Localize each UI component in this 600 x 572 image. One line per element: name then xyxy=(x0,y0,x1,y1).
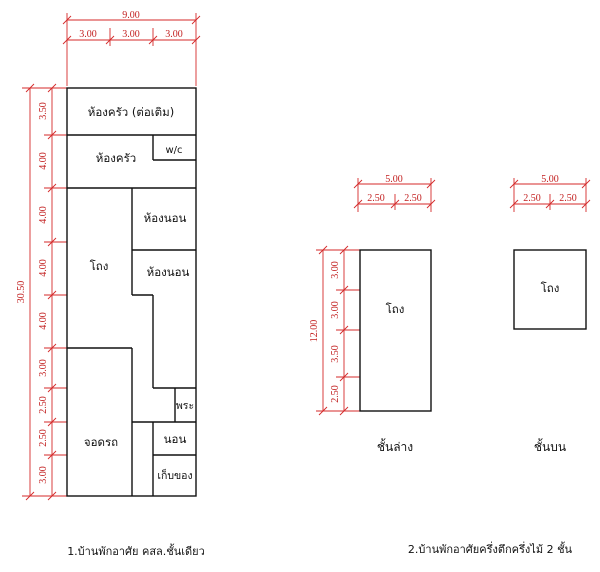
lower-floor-label: ชั้นล่าง xyxy=(377,438,413,454)
lower-width-part-2: 2.50 xyxy=(404,193,422,204)
upper-width-total: 5.00 xyxy=(541,174,559,185)
plan1-walls xyxy=(66,87,197,497)
plan1-length-part-8: 2.50 xyxy=(38,429,49,447)
plan1-caption: 1.บ้านพักอาศัย คสล.ชั้นเดียว xyxy=(67,543,205,558)
room-label-parking: จอดรถ xyxy=(84,435,118,449)
plan1-length-part-7: 2.50 xyxy=(38,396,49,414)
plan1-width-part-2: 3.00 xyxy=(122,29,140,40)
upper-width-part-1: 2.50 xyxy=(523,193,541,204)
plan1-width-total: 9.00 xyxy=(122,10,140,21)
plan1-length-part-2: 4.00 xyxy=(38,152,49,170)
upper-floor-label: ชั้นบน xyxy=(534,438,566,454)
lower-length-part-2: 3.00 xyxy=(330,301,341,319)
plan1-length-part-5: 4.00 xyxy=(38,312,49,330)
room-label-shrine: พระ xyxy=(176,400,194,412)
plan1-top-dimensions: 9.00 3.00 3.00 3.00 xyxy=(62,10,201,86)
lower-room-label-hall: โถง xyxy=(386,302,405,316)
lower-length-part-1: 3.00 xyxy=(330,261,341,279)
plan1-length-part-9: 3.00 xyxy=(38,466,49,484)
room-label-kitchen: ห้องครัว xyxy=(96,151,136,165)
plan2-lower-left-dimensions: 12.00 3.00 3.00 3.50 2.50 xyxy=(309,245,360,416)
lower-length-part-4: 2.50 xyxy=(330,385,341,403)
plan1-left-dimensions: 30.50 3.50 4.00 4.00 4.00 4.00 xyxy=(16,83,67,501)
room-label-bedroom-2: ห้องนอน xyxy=(147,265,190,279)
room-label-hall: โถง xyxy=(90,259,109,273)
lower-width-total: 5.00 xyxy=(385,174,403,185)
upper-floor-outline xyxy=(513,249,587,330)
room-label-wc: w/c xyxy=(165,145,182,156)
upper-room-label-hall: โถง xyxy=(541,281,560,295)
plan1-length-part-3: 4.00 xyxy=(38,206,49,224)
plan1-width-part-3: 3.00 xyxy=(165,29,183,40)
lower-length-part-3: 3.50 xyxy=(330,345,341,363)
plan2-lower-top-dimensions: 5.00 2.50 2.50 xyxy=(353,174,436,212)
lower-floor-outline xyxy=(359,249,432,412)
plan1-length-part-4: 4.00 xyxy=(38,259,49,277)
lower-length-total: 12.00 xyxy=(309,320,320,343)
lower-width-part-1: 2.50 xyxy=(367,193,385,204)
plan2-upper-top-dimensions: 5.00 2.50 2.50 xyxy=(509,174,591,212)
room-label-storage: เก็บของ xyxy=(157,468,192,482)
room-label-kitchen-extension: ห้องครัว (ต่อเติม) xyxy=(88,105,174,119)
room-label-sleep: นอน xyxy=(164,432,187,446)
plan1-length-total: 30.50 xyxy=(16,281,27,304)
plan1-length-part-6: 3.00 xyxy=(38,359,49,377)
upper-width-part-2: 2.50 xyxy=(559,193,577,204)
plan1-length-part-1: 3.50 xyxy=(38,102,49,120)
plan2-caption: 2.บ้านพักอาศัยครึ่งตึกครึ่งไม้ 2 ชั้น xyxy=(408,541,573,556)
plan1-width-part-1: 3.00 xyxy=(79,29,97,40)
room-label-bedroom-1: ห้องนอน xyxy=(144,211,187,225)
